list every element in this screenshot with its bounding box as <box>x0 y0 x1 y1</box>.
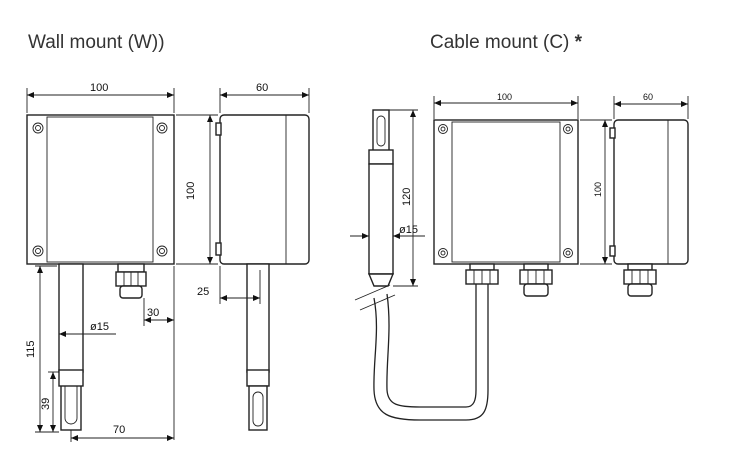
wall-probe-len-label: 115 <box>25 340 37 358</box>
wall-mount-title: Wall mount (W)) <box>28 32 165 53</box>
cable-probe-dia-label: ø15 <box>399 224 418 236</box>
wall-front-view <box>26 88 218 442</box>
cable-probe-len-label: 120 <box>401 188 413 206</box>
wall-width-label: 100 <box>90 82 108 94</box>
cable-mount-title-text: Cable mount (C) <box>430 32 570 53</box>
wall-sensor-len-label: 39 <box>40 398 52 410</box>
wall-offset-25-label: 25 <box>197 286 209 298</box>
cable-front-view <box>433 96 579 297</box>
asterisk-mark: * <box>574 32 583 53</box>
cable-side-view <box>580 96 689 297</box>
wall-probe-pos-label: 70 <box>113 424 125 436</box>
wall-depth-label: 60 <box>256 82 268 94</box>
cable-probe-view <box>350 109 489 421</box>
cable-mount-title: Cable mount (C) * <box>430 32 582 54</box>
cable-width-label: 100 <box>497 92 512 102</box>
wall-height-label: 100 <box>185 182 197 200</box>
wall-probe-dia-label: ø15 <box>90 321 109 333</box>
cable-height-label: 100 <box>593 182 603 197</box>
wall-side-view <box>215 88 310 431</box>
wall-offset-30-label: 30 <box>147 307 159 319</box>
cable-depth-label: 60 <box>643 92 653 102</box>
